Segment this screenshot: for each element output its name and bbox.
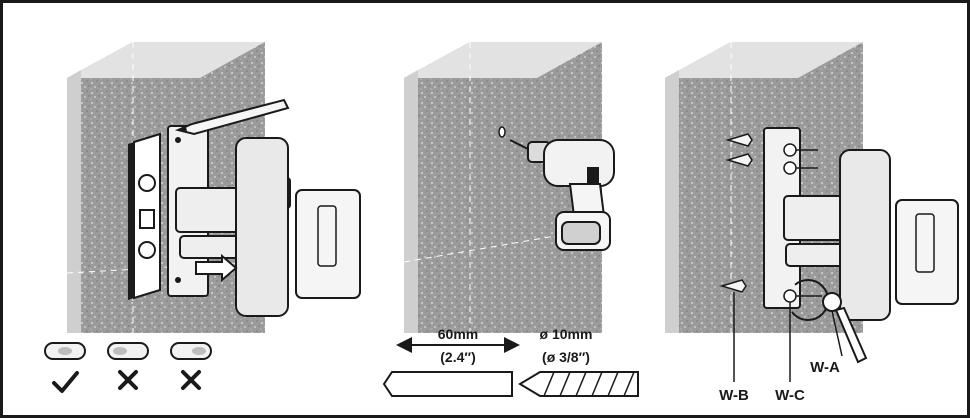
lag-bolt-icon — [783, 289, 797, 303]
hole-depth-label: 60mm — [438, 326, 478, 342]
screw-hole — [175, 277, 181, 283]
leader-line-w-a — [831, 310, 843, 357]
tv-bracket — [235, 137, 289, 317]
level-indicator-tilted-right — [170, 342, 212, 360]
drill-hole — [498, 126, 506, 138]
wall-plug-icon — [725, 133, 753, 167]
wall-block-2 — [403, 42, 603, 333]
drill-bit-icon — [518, 371, 639, 397]
cross-mark-icon — [181, 370, 201, 390]
wall-plug-icon — [719, 279, 747, 293]
pencil-icon — [174, 98, 290, 136]
tv-mount-plate — [295, 189, 361, 299]
drill-diameter-imperial-label: (ø 3/8″) — [542, 349, 590, 365]
lag-bolt-icon — [783, 143, 818, 175]
part-label-w-b: W-B — [719, 387, 749, 404]
level-indicator-tilted-left — [107, 342, 149, 360]
part-label-w-a: W-A — [810, 359, 840, 376]
check-mark-icon — [52, 371, 79, 393]
wrench-icon — [822, 292, 868, 364]
wall-block-1 — [66, 42, 266, 333]
swing-direction-arrow — [195, 253, 238, 283]
wall-plug-depth-guide — [382, 371, 513, 397]
part-label-w-c: W-C — [775, 387, 805, 404]
step-2-panel: 60mm (2.4″) ø 10mm (ø 3/8″) — [382, 42, 639, 397]
power-drill-icon — [509, 139, 615, 251]
screw-hole — [175, 137, 181, 143]
step-1-panel — [44, 42, 361, 393]
tv-mount-plate — [895, 199, 959, 305]
tv-bracket — [839, 149, 891, 321]
cross-mark-icon — [118, 370, 138, 390]
step-3-panel: W-B W-C W-A — [665, 42, 959, 404]
drill-diameter-label: ø 10mm — [540, 326, 593, 342]
spirit-level — [128, 132, 161, 300]
hole-depth-imperial-label: (2.4″) — [440, 349, 476, 365]
level-indicator-ok — [44, 342, 86, 360]
